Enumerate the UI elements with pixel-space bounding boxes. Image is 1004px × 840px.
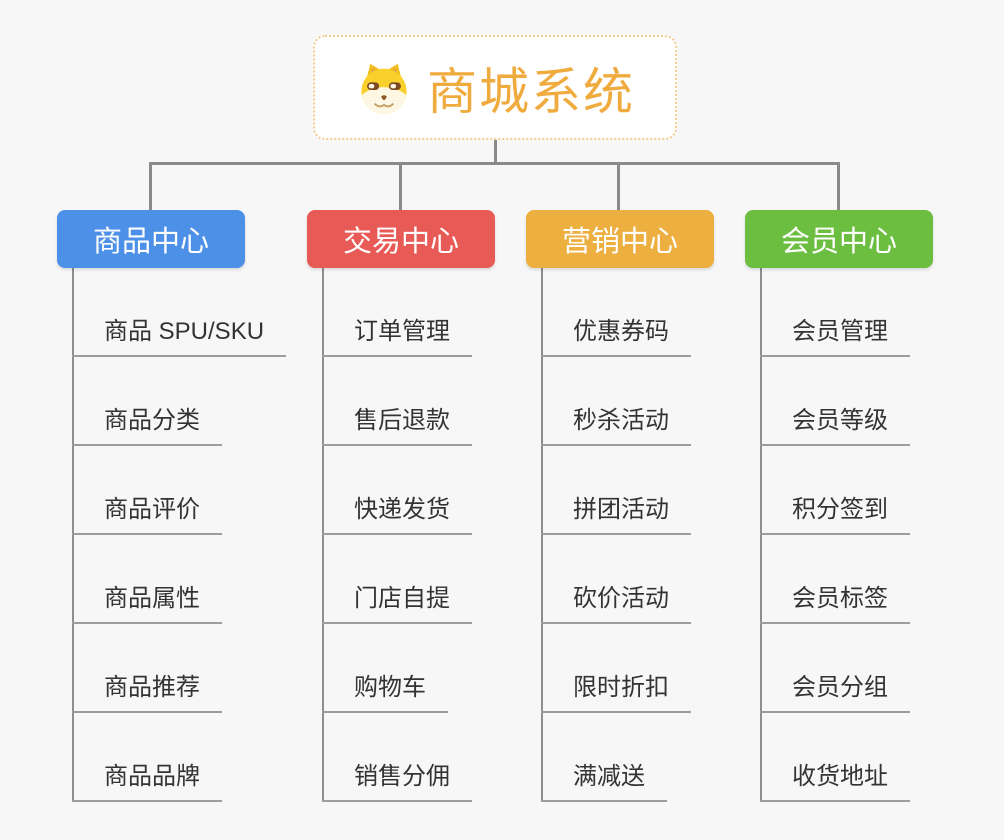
sub-topic[interactable]: 秒杀活动 — [541, 406, 691, 446]
sub-topic[interactable]: 满减送 — [541, 762, 667, 802]
sub-topic[interactable]: 会员等级 — [760, 406, 910, 446]
sub-topic[interactable]: 限时折扣 — [541, 673, 691, 713]
sub-topic[interactable]: 商品推荐 — [72, 673, 222, 713]
sub-topic[interactable]: 优惠券码 — [541, 317, 691, 357]
branch-topic-marketing-center[interactable]: 营销中心 — [526, 210, 714, 268]
sub-topic[interactable]: 会员管理 — [760, 317, 910, 357]
sub-topic[interactable]: 购物车 — [322, 673, 448, 713]
sub-topic[interactable]: 商品属性 — [72, 584, 222, 624]
sub-topic[interactable]: 收货地址 — [760, 762, 910, 802]
connector-column-marketing-center — [541, 268, 543, 802]
branch-topic-member-center[interactable]: 会员中心 — [745, 210, 933, 268]
root-topic[interactable]: 商城系统 — [313, 35, 677, 140]
sub-topic[interactable]: 快递发货 — [322, 495, 472, 535]
branch-topic-product-center[interactable]: 商品中心 — [57, 210, 245, 268]
connector-drop-member-center — [837, 163, 840, 210]
sub-topic[interactable]: 商品品牌 — [72, 762, 222, 802]
sub-topic[interactable]: 售后退款 — [322, 406, 472, 446]
connector-drop-marketing-center — [617, 163, 620, 210]
connector-column-trade-center — [322, 268, 324, 802]
connector-column-member-center — [760, 268, 762, 802]
sub-topic[interactable]: 商品分类 — [72, 406, 222, 446]
sub-topic[interactable]: 销售分佣 — [322, 762, 472, 802]
root-topic-title: 商城系统 — [427, 63, 635, 120]
connector-root-stem — [494, 139, 497, 164]
sub-topic[interactable]: 会员标签 — [760, 584, 910, 624]
sub-topic[interactable]: 砍价活动 — [541, 584, 691, 624]
branch-topic-trade-center[interactable]: 交易中心 — [307, 210, 495, 268]
sub-topic[interactable]: 商品评价 — [72, 495, 222, 535]
connector-drop-product-center — [149, 163, 152, 210]
sub-topic[interactable]: 商品 SPU/SKU — [72, 317, 287, 357]
sub-topic[interactable]: 门店自提 — [322, 584, 472, 624]
sub-topic[interactable]: 会员分组 — [760, 673, 910, 713]
shiba-dog-icon — [361, 63, 407, 114]
connector-drop-trade-center — [399, 163, 402, 210]
sub-topic[interactable]: 积分签到 — [760, 495, 910, 535]
connector-column-product-center — [72, 268, 74, 802]
sub-topic[interactable]: 拼团活动 — [541, 495, 691, 535]
connector-bus — [149, 162, 840, 165]
sub-topic[interactable]: 订单管理 — [322, 317, 472, 357]
